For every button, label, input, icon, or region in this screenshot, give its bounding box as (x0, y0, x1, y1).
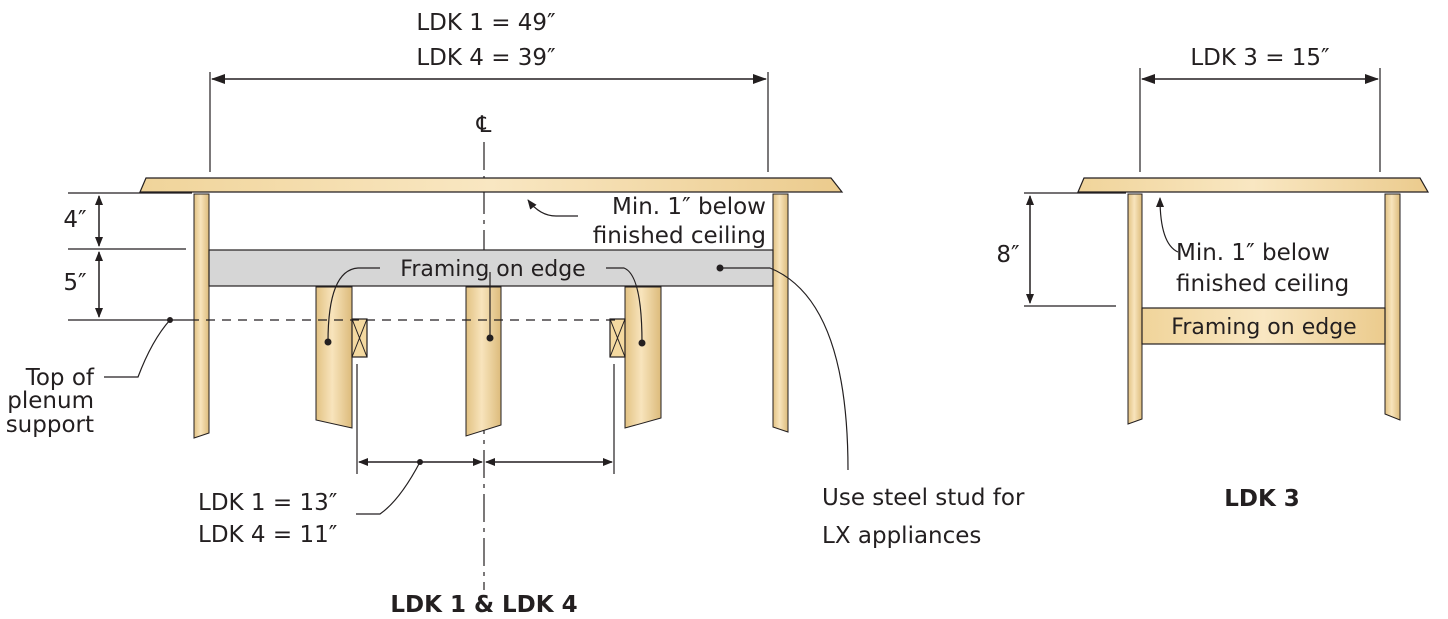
block-right (609, 318, 626, 358)
dim-label-5: 5″ (63, 270, 87, 296)
plenum-label-line1: Top of (25, 365, 95, 391)
right-dim-label-8: 8″ (996, 242, 1020, 268)
right-ceiling-board (1077, 177, 1430, 193)
right-joist-left (1127, 193, 1143, 425)
right-joist-right (1384, 193, 1401, 421)
stud-right (624, 286, 662, 429)
overall-width-line1: LDK 1 = 49″ (416, 10, 556, 36)
stud-left (315, 286, 353, 429)
steel-stud-note-line1: Use steel stud for (822, 485, 1025, 511)
ceiling-note-line2: finished ceiling (593, 223, 766, 249)
spacing-line1: LDK 1 = 13″ (198, 490, 338, 516)
right-ceiling-note-line1: Min. 1″ below (1176, 240, 1330, 266)
steel-stud-leader (720, 267, 849, 471)
ceiling-board (139, 177, 844, 193)
left-diagram: LDK 1 = 49″ LDK 4 = 39″ ℄ (6, 10, 1025, 618)
right-diagram-title: LDK 3 (1224, 486, 1300, 512)
plenum-label-line3: support (6, 412, 94, 438)
framing-on-edge-board (208, 249, 774, 287)
right-ceiling-leader (1156, 197, 1179, 253)
steel-stud-note-line2: LX appliances (822, 523, 981, 549)
spacing-line2: LDK 4 = 11″ (198, 522, 338, 548)
plenum-leader (104, 319, 171, 378)
right-ceiling-note-line2: finished ceiling (1176, 271, 1349, 297)
framing-leader-right (606, 267, 643, 344)
spacing-leader (356, 461, 421, 515)
dim-label-4: 4″ (63, 207, 87, 233)
left-diagram-title: LDK 1 & LDK 4 (390, 592, 577, 618)
ceiling-note-line1: Min. 1″ below (612, 194, 766, 220)
framing-label: Framing on edge (400, 257, 585, 282)
framing-leader-left (327, 267, 380, 343)
block-left (351, 318, 368, 358)
right-framing-label: Framing on edge (1171, 315, 1356, 340)
right-framing-board (1141, 307, 1386, 345)
joist-left (193, 193, 210, 439)
right-overall-width: LDK 3 = 15″ (1190, 45, 1330, 71)
ceiling-note-leader (527, 199, 578, 217)
overall-width-line2: LDK 4 = 39″ (416, 45, 556, 71)
stud-center (465, 286, 502, 437)
plenum-label-line2: plenum (7, 388, 94, 414)
joist-right (772, 193, 789, 433)
centerline-symbol: ℄ (476, 112, 492, 138)
right-diagram: LDK 3 = 15″ Framing on edge 8″ Min. 1″ b… (996, 45, 1430, 512)
